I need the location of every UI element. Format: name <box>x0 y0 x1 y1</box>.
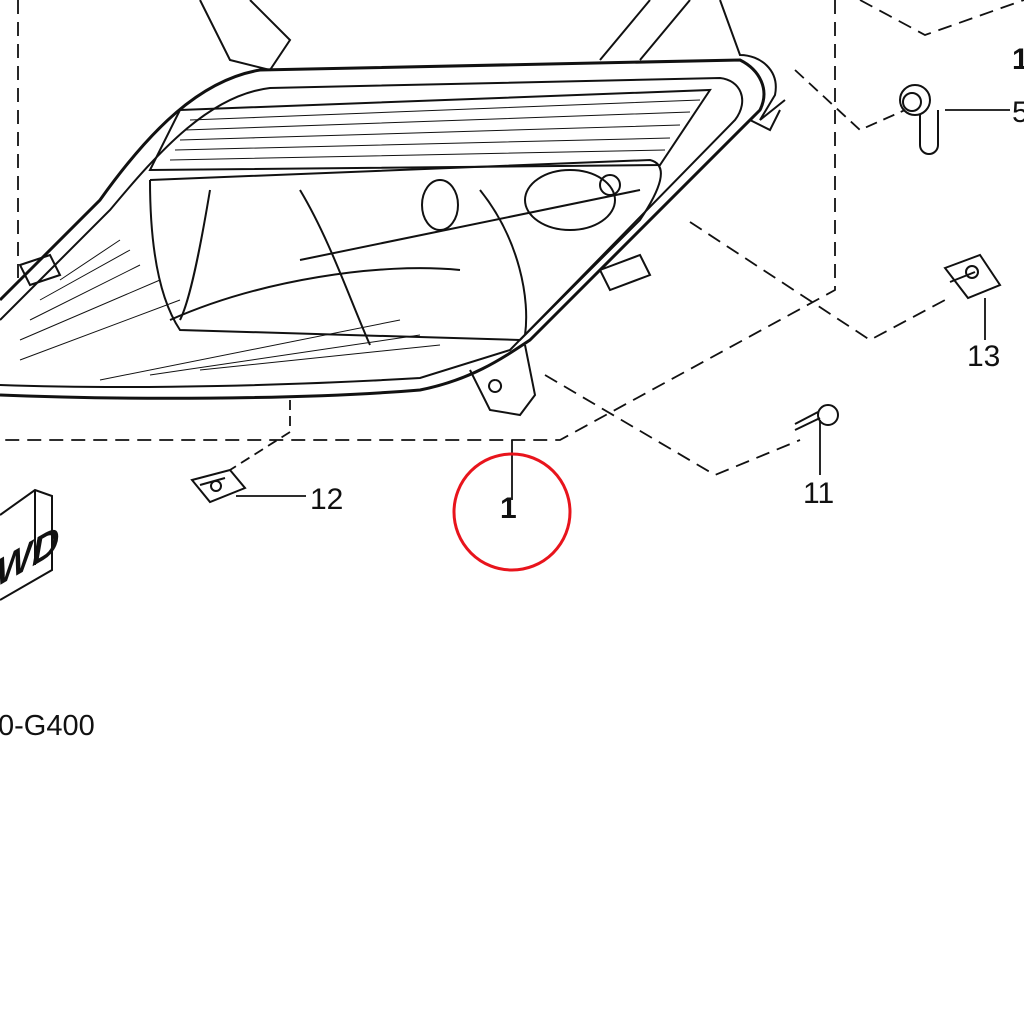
clip-13 <box>943 253 1002 300</box>
highlight-circle <box>452 452 572 572</box>
callout-5[interactable]: 5 <box>1012 96 1024 129</box>
callout-11[interactable]: 11 <box>803 477 835 510</box>
clip-12 <box>190 468 247 504</box>
screw-11 <box>794 404 839 431</box>
callout-1-top[interactable]: 1 <box>1012 43 1024 76</box>
dashed-frame <box>0 0 1024 441</box>
leader-lines <box>229 69 1010 500</box>
part-code: 0-G400 <box>0 710 95 742</box>
grommet-5 <box>899 84 939 155</box>
headlight-body <box>0 0 786 417</box>
callout-1[interactable]: 1 <box>500 492 517 525</box>
lens-hatching <box>19 99 701 381</box>
callout-12[interactable]: 12 <box>310 483 344 516</box>
fwd-badge <box>0 488 53 601</box>
callout-13[interactable]: 13 <box>967 340 1001 373</box>
